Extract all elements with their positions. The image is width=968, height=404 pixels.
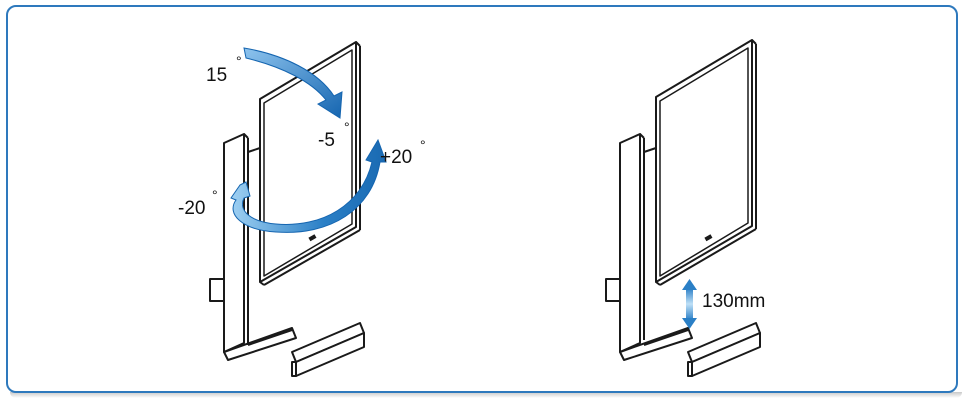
right-stand-base — [619, 322, 761, 377]
right-monitor-icon — [643, 39, 757, 286]
swivel-right-label: +20 — [380, 147, 412, 168]
frame-shadow — [10, 392, 962, 398]
diagram-frame — [6, 5, 958, 393]
left-cable-clip — [209, 278, 225, 302]
tilt-forward-degree: ° — [344, 119, 350, 135]
right-monitor-illustration — [605, 39, 761, 377]
left-stand-column — [223, 133, 261, 353]
height-arrow-icon — [682, 279, 697, 329]
right-stand-column — [619, 133, 645, 353]
tilt-back-label: 15 — [206, 65, 227, 86]
left-stand-base — [223, 260, 365, 377]
tilt-back-degree: ° — [236, 53, 242, 69]
tilt-forward-label: -5 — [318, 130, 335, 151]
tilt-arrow-icon — [243, 47, 343, 119]
swivel-arrow-icon — [230, 138, 387, 233]
swivel-left-label: -20 — [178, 198, 205, 219]
swivel-left-degree: ° — [212, 187, 218, 203]
height-range-label: 130mm — [702, 291, 765, 312]
swivel-right-degree: ° — [420, 137, 426, 153]
right-cable-clip — [605, 278, 621, 302]
